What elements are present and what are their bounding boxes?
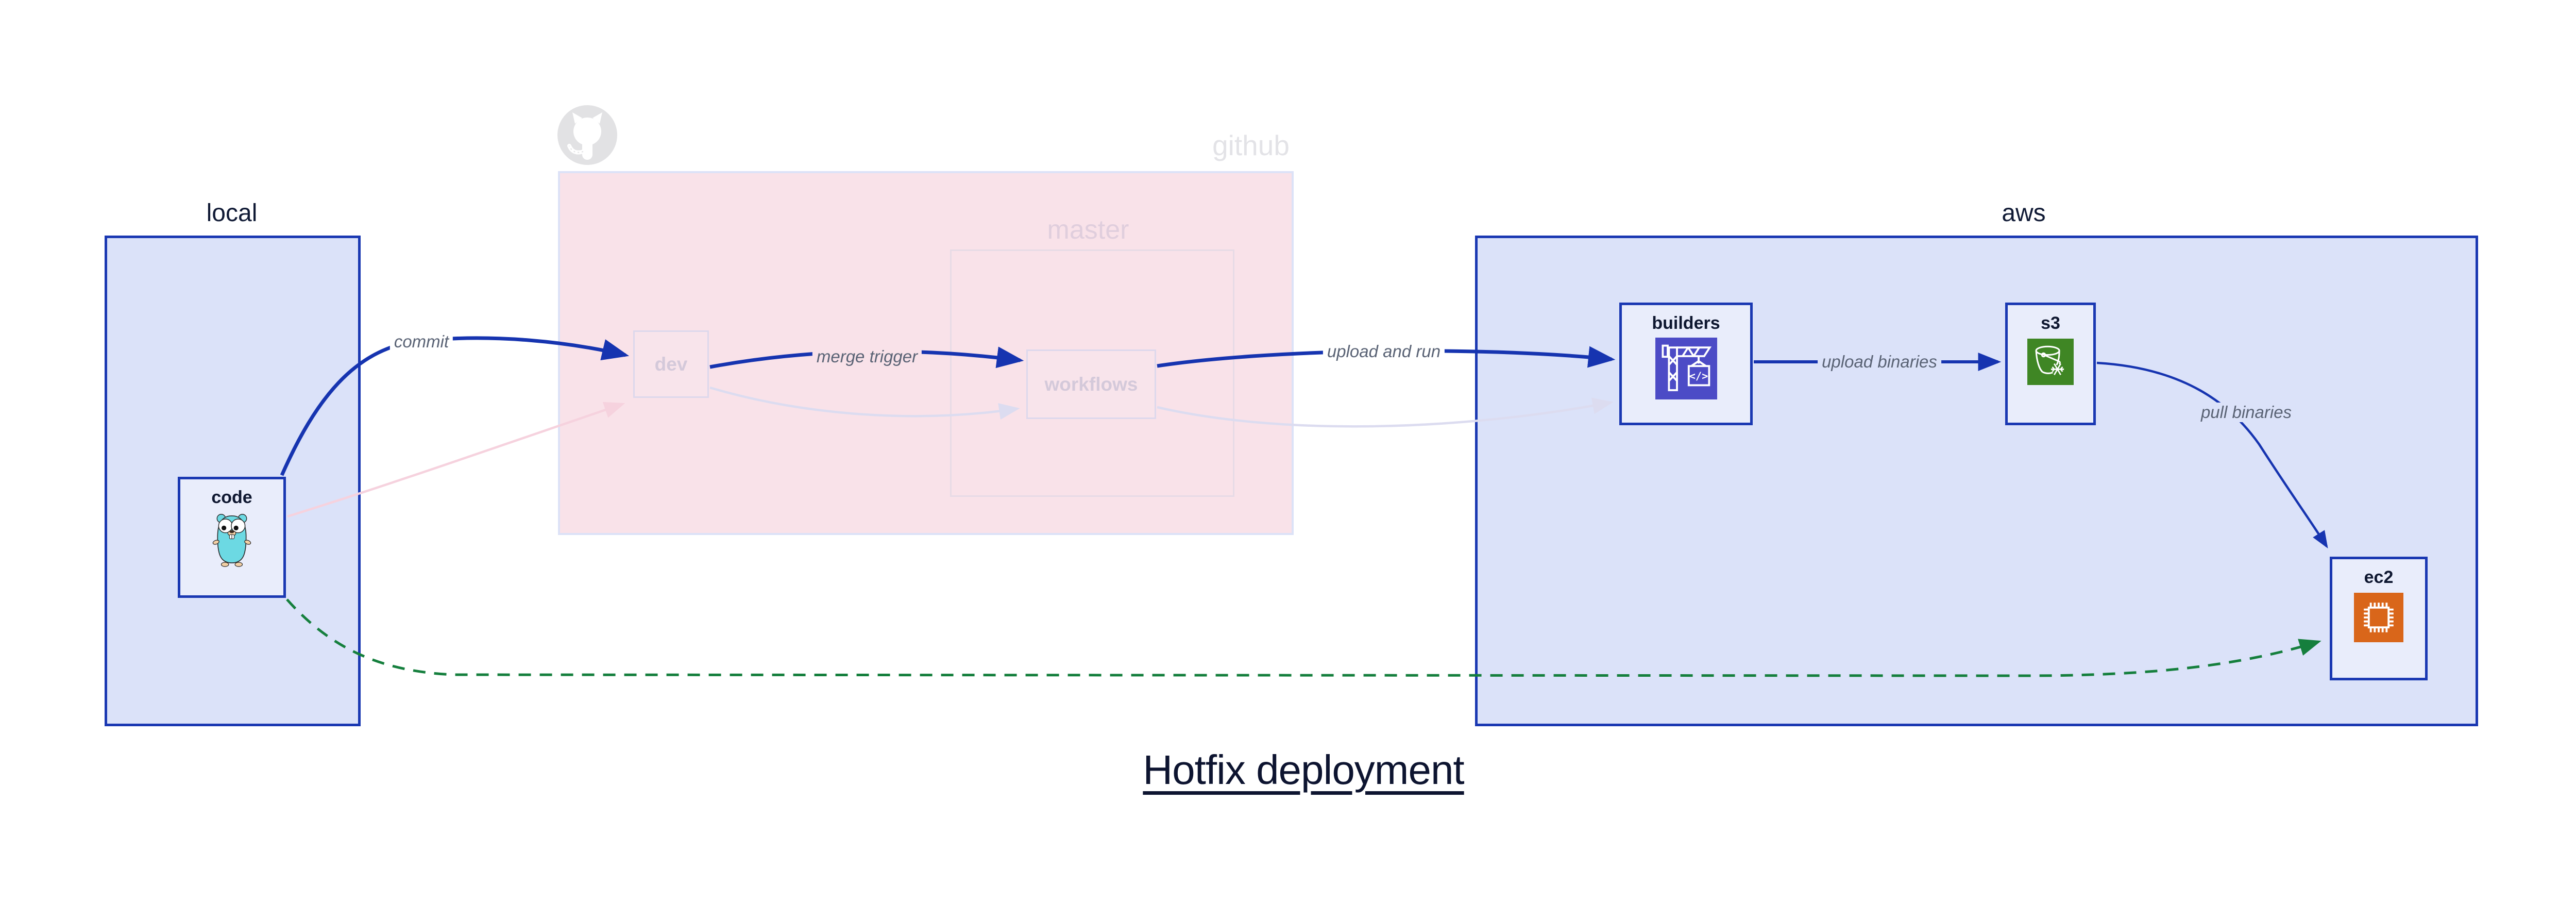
edge-label-upload-and-run: upload and run [1323,342,1445,361]
group-github-label: github [1212,129,1290,161]
diagram-title: Hotfix deployment [1143,747,1464,793]
node-s3-label: s3 [2041,313,2060,333]
edge-label-commit: commit [389,332,453,352]
group-master-label: master [1047,215,1129,245]
edge-label-pull-binaries: pull binaries [2196,403,2296,422]
group-master [950,249,1234,497]
node-ec2-label: ec2 [2364,567,2394,587]
node-ec2: ec2 [2330,557,2428,680]
aws-ec2-icon [2354,593,2403,642]
node-dev-label: dev [654,353,688,375]
go-gopher-icon [211,511,253,571]
node-workflows-label: workflows [1044,373,1138,395]
node-dev: dev [633,330,709,398]
edge-label-merge-trigger: merge trigger [812,347,922,366]
group-local-label: local [206,199,258,227]
aws-codebuild-icon: </> [1655,338,1717,399]
aws-s3-glacier-icon [2027,339,2074,385]
github-octocat-icon [556,104,618,166]
node-code-label: code [211,488,252,507]
edge-label-upload-binaries: upload binaries [1818,352,1941,372]
node-code: code [178,477,286,598]
node-workflows: workflows [1026,349,1156,419]
node-builders-label: builders [1652,313,1720,333]
group-aws-label: aws [2002,199,2046,227]
node-builders: builders </> [1619,303,1753,425]
svg-text:</>: </> [1689,370,1708,382]
node-s3: s3 [2005,303,2096,425]
